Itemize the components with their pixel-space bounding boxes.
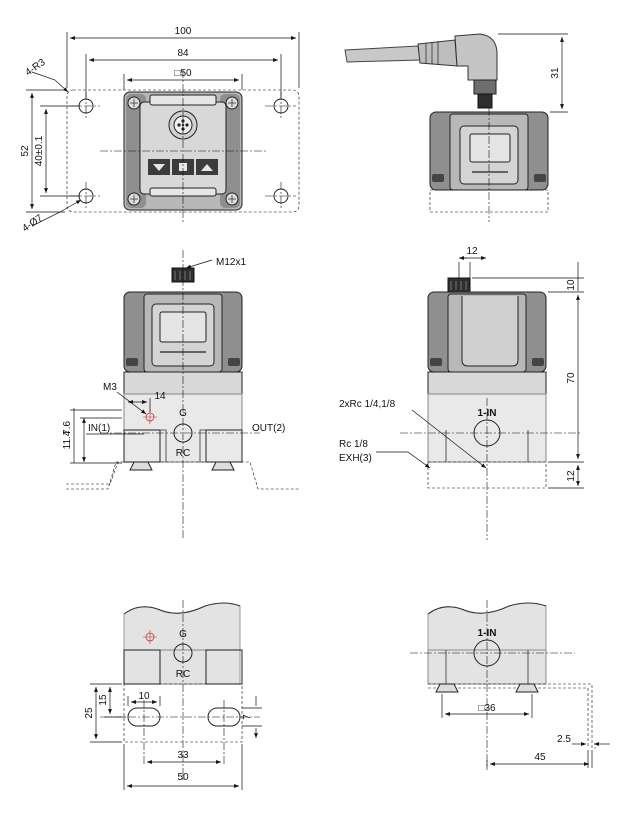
label-corner-radius: 4-R3	[23, 57, 47, 79]
screw-icon	[127, 96, 239, 206]
dim-connector-offset: 12	[466, 246, 478, 257]
dim-total-y: 25	[84, 707, 95, 719]
dim-bracket-w: 50	[177, 772, 189, 783]
screw-icon	[129, 461, 235, 471]
plug-body	[417, 39, 458, 67]
plug-elbow	[454, 33, 498, 81]
dim-slot-w: 7	[242, 714, 253, 720]
dim-body-square: □50	[174, 68, 192, 79]
side-view-top: 31	[344, 33, 568, 222]
dim-port-height-b: 11.4	[62, 430, 73, 449]
dim-hole-pitch-y: 40±0.1	[34, 135, 45, 166]
dim-hole-pitch-x: 84	[177, 48, 189, 59]
label-ports: 2xRc 1/4,1/8	[339, 399, 396, 410]
dim-slot-pitch: 33	[177, 750, 189, 761]
display-window	[469, 133, 511, 163]
label-exh-thread: Rc 1/8	[339, 439, 368, 450]
label-m3: M3	[103, 382, 117, 393]
connector-thread	[477, 93, 493, 109]
right-view: 1-IN 12 10 70 12 2xRc 1/4,1/8 Rc 1/8 EXH…	[339, 246, 584, 540]
bottom-left-view: G RC 15 25 10 7 33 50	[84, 600, 262, 790]
dim-slot-len: 10	[138, 691, 150, 702]
dim-overall-height: 52	[20, 145, 31, 157]
label-exh: EXH(3)	[339, 453, 372, 464]
label-hole-dia: 4-Ø7	[20, 212, 45, 234]
dim-square: □36	[478, 703, 496, 714]
bottom-right-view: 1-IN □36 2.5 45	[410, 600, 610, 770]
dim-thickness: 2.5	[557, 734, 571, 745]
dim-slot-y: 15	[98, 694, 109, 706]
screw-icon	[435, 683, 539, 693]
dim-connector-height: 31	[550, 67, 561, 79]
label-out: OUT(2)	[252, 423, 285, 434]
dim-body-h: 70	[566, 372, 577, 384]
cable	[344, 45, 421, 63]
label-connector: M12x1	[216, 257, 246, 268]
plug-nut	[473, 79, 497, 95]
dim-port-height-a: 7.6	[62, 421, 73, 435]
dim-base-h: 12	[566, 470, 577, 482]
dim-depth: 45	[534, 752, 546, 763]
label-in: IN(1)	[88, 423, 110, 434]
dim-m3-offset: 14	[154, 391, 166, 402]
dim-connector-h: 10	[566, 279, 577, 291]
dim-overall-width: 100	[175, 26, 192, 37]
top-view: 100 84 □50 52 40±0.1 4-R3 4-Ø7	[20, 26, 300, 234]
front-view: M12x1 G RC M3 14 IN(1)	[62, 250, 300, 540]
label-g: G	[179, 408, 187, 419]
